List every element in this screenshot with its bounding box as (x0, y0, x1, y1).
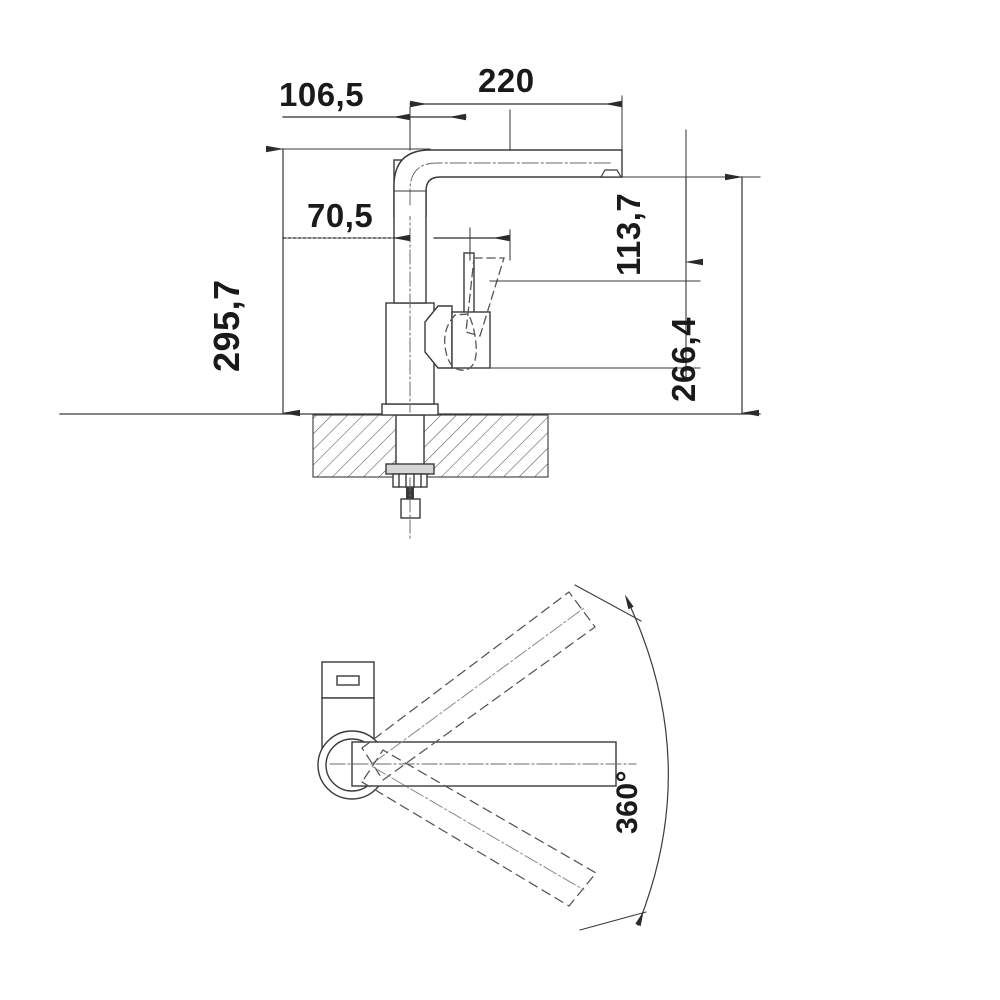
countertop-section (59, 413, 761, 478)
lever-handle (424, 252, 505, 371)
elevation-view (59, 95, 761, 539)
dimension-label-total-height: 295,7 (206, 279, 247, 372)
spout-solid-position (329, 741, 637, 787)
dimension-label-spout-height: 266,4 (665, 316, 702, 402)
dimension-lines-elevation (266, 95, 761, 417)
dimension-label-swivel-range: 360° (611, 769, 644, 834)
dimension-label-offset-to-bend: 106,5 (279, 76, 365, 113)
dimension-label-spout-reach: 220 (478, 62, 535, 99)
gooseneck-spout (393, 149, 623, 217)
dimension-label-spout-clearance: 113,7 (610, 192, 647, 276)
swivel-arc (574, 584, 669, 931)
spout-dashed-position-lower (361, 749, 597, 907)
spout-dashed-position-upper (361, 591, 596, 781)
plan-view (317, 584, 669, 931)
dimension-label-handle-offset: 70,5 (307, 197, 374, 234)
